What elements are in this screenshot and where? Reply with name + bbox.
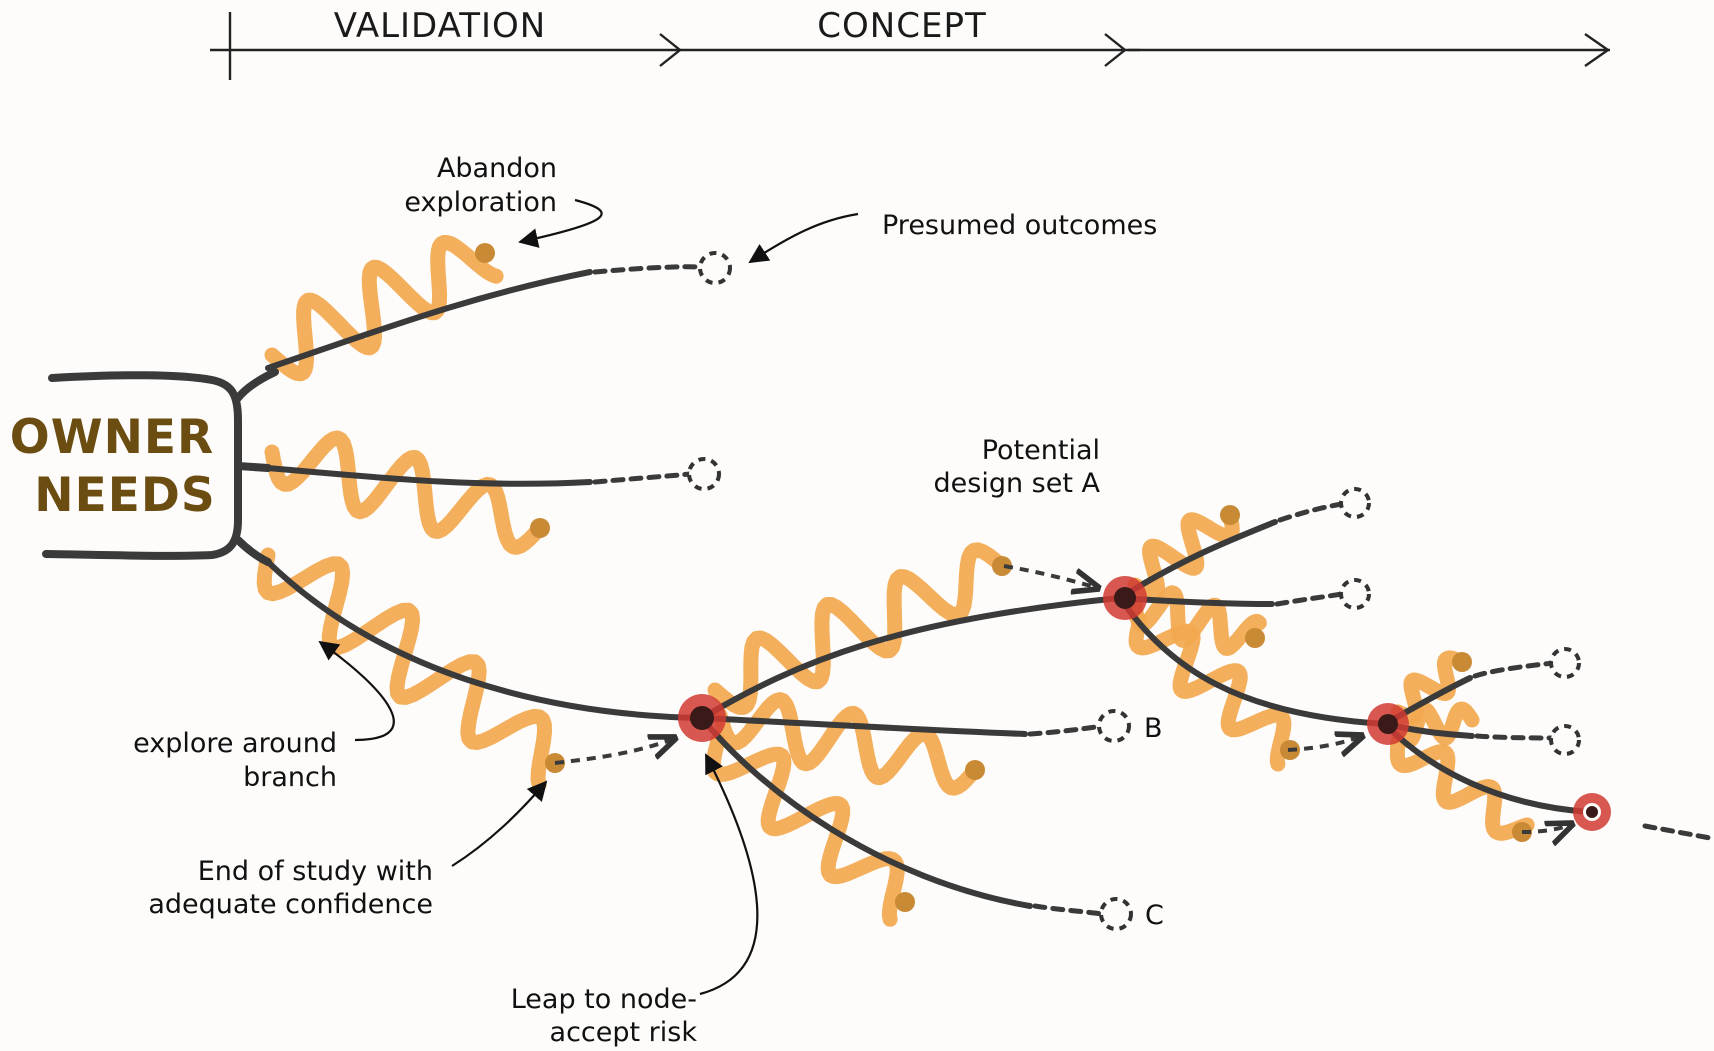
outcome-c-label: C [1145, 900, 1164, 931]
abandon-label-line1: Abandon [437, 153, 557, 184]
wiggle-a-middle-end-dot [965, 760, 985, 780]
wiggle-a-upper-end-dot [992, 556, 1012, 576]
presumed-outcome-circles [687, 251, 1581, 931]
timeline-axis [210, 12, 1611, 80]
wiggle-2-upper [1127, 507, 1240, 601]
wiggle-middle [264, 430, 548, 555]
outcome-circle-2 [687, 457, 721, 491]
end-study-label-line1: End of study with [198, 856, 433, 887]
potential-design-label-line1: Potential [982, 435, 1100, 466]
wiggle-a-upper [707, 542, 1010, 715]
owner-needs-bracket [42, 368, 279, 566]
wiggle-2-middle-end-dot [1245, 628, 1265, 648]
leap-label-line1: Leap to node- [511, 984, 697, 1015]
node-a [678, 694, 726, 742]
phase-concept-label: CONCEPT [817, 6, 986, 46]
outcome-circle-4 [1339, 578, 1371, 610]
explore-label-line1: explore around [133, 728, 337, 759]
annotation-pointers [318, 198, 859, 996]
outcome-b-label: B [1144, 713, 1163, 744]
outcome-circle-6 [1549, 724, 1581, 756]
wiggle-3-middle [1390, 701, 1480, 749]
leap-arrows [554, 564, 1572, 832]
end-study-label-line2: adequate confidence [148, 889, 433, 920]
node-4 [1573, 793, 1611, 831]
presumed-outcomes-label: Presumed outcomes [882, 210, 1157, 241]
outcome-circle-5 [1549, 647, 1581, 679]
wiggle-middle-end-dot [530, 518, 550, 538]
outcome-circle-3 [1339, 487, 1371, 519]
wiggle-top-end-dot [475, 243, 495, 263]
abandon-label-line2: exploration [404, 187, 557, 218]
wiggle-3-upper-end-dot [1452, 652, 1472, 672]
wiggle-bottom [256, 547, 552, 793]
explore-label-line2: branch [243, 762, 337, 793]
exploration-wiggles [256, 235, 1535, 927]
wiggle-2-upper-end-dot [1220, 505, 1240, 525]
wiggle-3-lower [1389, 734, 1535, 841]
owner-needs-title-line1: OWNER [10, 410, 214, 465]
leap-label-line2: accept risk [550, 1017, 698, 1048]
phase-validation-label: VALIDATION [334, 6, 547, 46]
node-2 [1103, 576, 1147, 620]
outcome-circle-c [1099, 897, 1133, 931]
wiggle-top [264, 235, 504, 382]
decision-nodes [678, 576, 1611, 831]
outcome-circle-1 [698, 251, 732, 285]
node-3 [1367, 703, 1409, 745]
potential-design-label-line2: design set A [934, 468, 1101, 499]
wiggle-a-middle [712, 692, 983, 796]
wiggle-a-lower-end-dot [895, 892, 915, 912]
wiggle-2-lower [1128, 612, 1292, 772]
owner-needs-title-line2: NEEDS [34, 468, 215, 523]
outcome-circle-b [1097, 709, 1131, 743]
